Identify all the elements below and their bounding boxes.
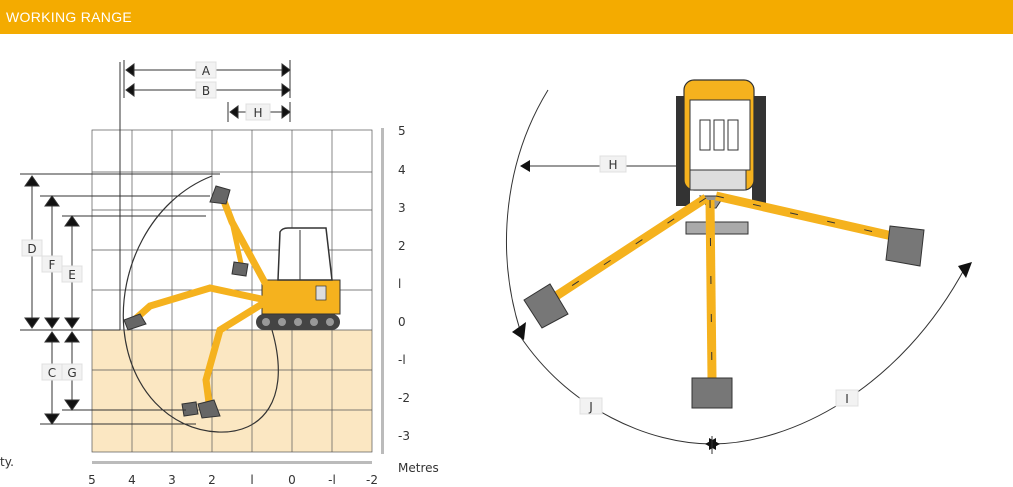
x-tick: 5: [88, 473, 96, 487]
x-tick: l: [250, 473, 253, 487]
dim-label-a: A: [202, 64, 211, 78]
y-tick: -3: [398, 429, 410, 443]
dim-label-c: C: [48, 366, 56, 380]
top-dim-label-h: H: [608, 158, 617, 172]
section-header: WORKING RANGE: [0, 0, 1013, 34]
y-tick: 2: [398, 239, 406, 253]
dim-label-b: B: [202, 84, 210, 98]
x-tick: -2: [366, 473, 378, 487]
top-dim-label-j: J: [588, 400, 593, 414]
top-view: H J I: [506, 79, 972, 454]
grid: [91, 129, 373, 453]
dim-label-f: F: [49, 258, 56, 272]
dim-label-g: G: [67, 366, 76, 380]
ground-area: [92, 330, 372, 452]
y-tick: l: [398, 277, 401, 291]
dim-label-h: H: [253, 106, 262, 120]
dim-label-e: E: [68, 268, 76, 282]
x-scale-bar: [92, 461, 372, 464]
side-view: A B H D: [0, 60, 439, 487]
y-tick: 3: [398, 201, 406, 215]
unit-label: Metres: [398, 461, 439, 475]
excavator-side: [123, 185, 341, 419]
x-tick: 2: [208, 473, 216, 487]
dim-label-d: D: [27, 242, 36, 256]
y-tick: 0: [398, 315, 406, 329]
x-tick: 3: [168, 473, 176, 487]
truncated-note: ty.: [0, 455, 14, 469]
left-dimensions: [20, 173, 220, 425]
y-tick: -l: [398, 353, 406, 367]
excavator-top: [523, 79, 925, 409]
y-tick: 5: [398, 124, 406, 138]
x-tick: 4: [128, 473, 136, 487]
y-tick: 4: [398, 163, 406, 177]
section-title: WORKING RANGE: [6, 9, 133, 25]
x-tick: 0: [288, 473, 296, 487]
y-tick: -2: [398, 391, 410, 405]
x-tick: -l: [328, 473, 336, 487]
top-dim-label-i: I: [845, 392, 849, 406]
reach-envelope: [122, 175, 279, 433]
y-scale-bar: [381, 128, 384, 454]
